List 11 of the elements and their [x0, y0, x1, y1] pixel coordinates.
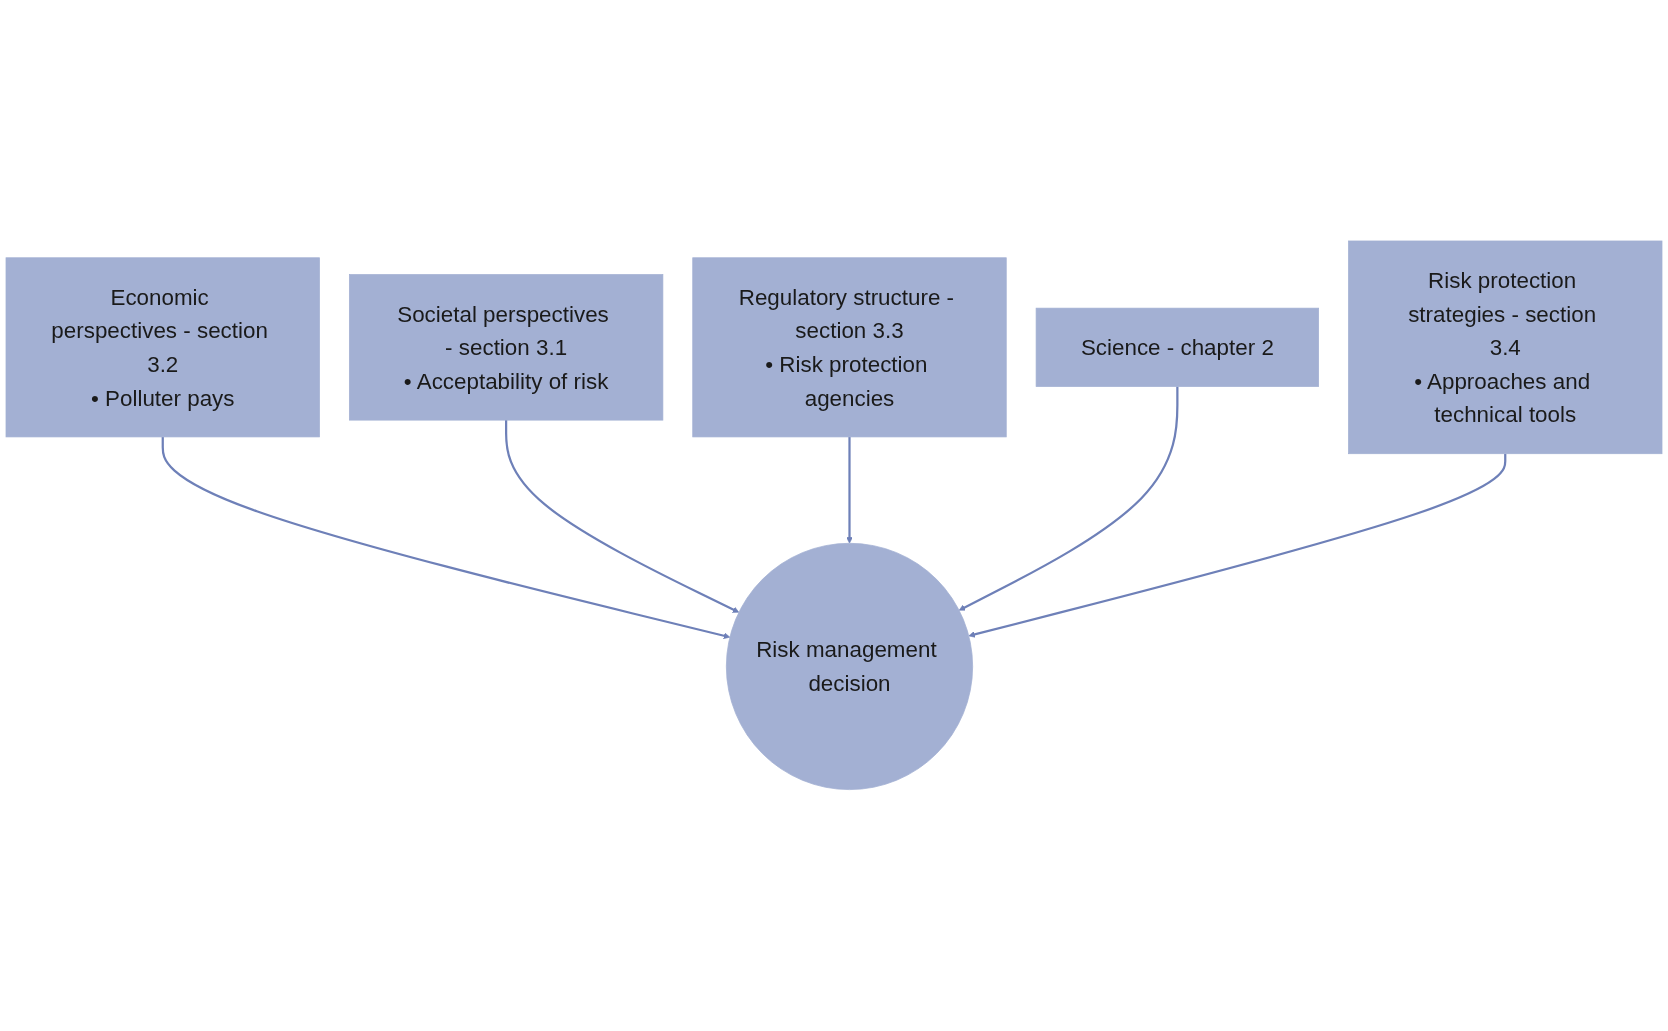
node-box: Risk protection strategies - section 3.4 • Approaches and technical tools — [1348, 240, 1663, 455]
arrow — [958, 386, 1179, 611]
node-box: Regulatory structure - section 3.3 • Risk protection agencies — [692, 257, 1007, 438]
node-box: Societal perspectives - section 3.1 • Acceptability of risk — [349, 274, 664, 421]
node-box: Science - chapter 2 — [1035, 308, 1319, 388]
arrow — [505, 420, 740, 613]
arrow — [846, 437, 853, 544]
arrow — [161, 437, 731, 640]
node-box: Economic perspectives - section 3.2 • Polluter pays — [5, 257, 320, 438]
node-circle: Risk management decision — [725, 543, 974, 791]
arrow — [968, 453, 1507, 638]
